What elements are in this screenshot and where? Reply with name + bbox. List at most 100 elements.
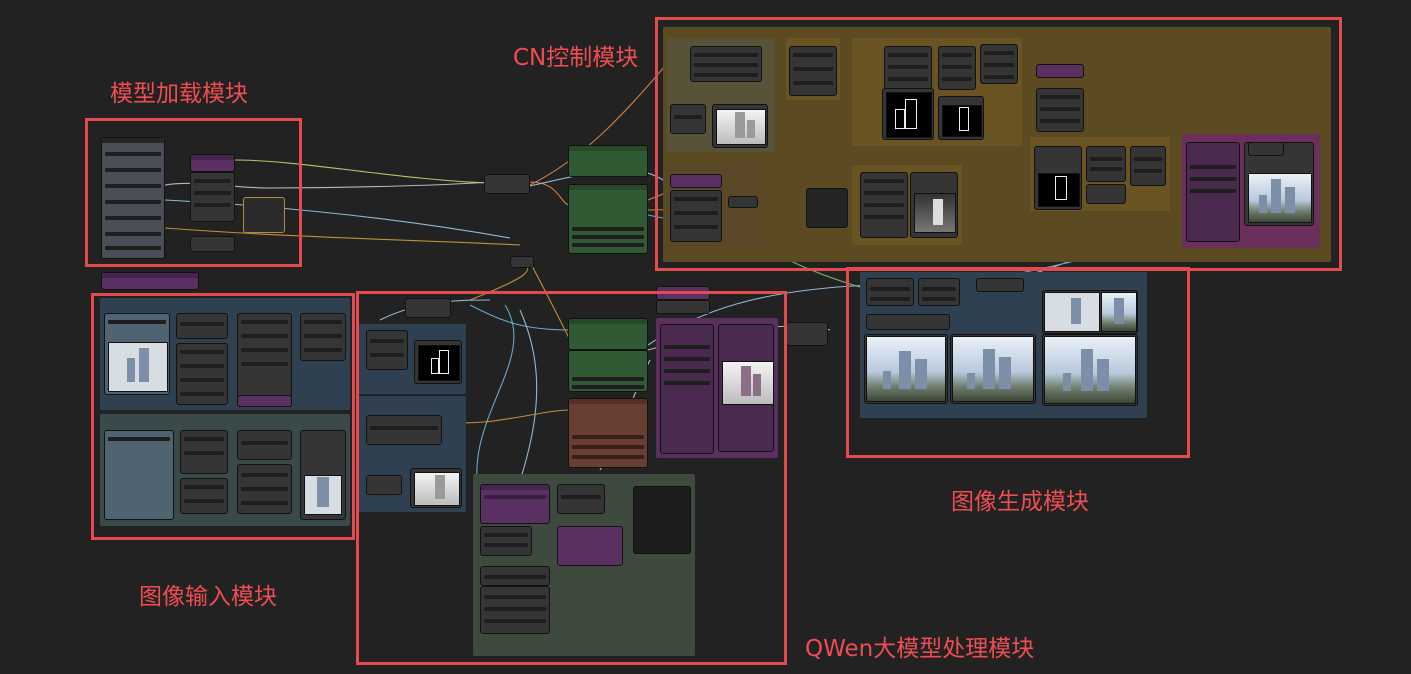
cn-depth-header-node[interactable] <box>670 174 722 188</box>
qwen-show-text-node[interactable] <box>633 486 691 554</box>
cn-depth-apply-node[interactable] <box>728 196 758 208</box>
latent-node[interactable] <box>568 398 648 468</box>
cn-depth-preview <box>914 193 956 233</box>
generated-image-c <box>1044 336 1136 404</box>
cn-apply-node-c[interactable] <box>1086 184 1126 204</box>
input-image-preview <box>108 342 168 392</box>
vae-loader-node[interactable] <box>190 236 235 252</box>
reference-image-preview <box>304 475 342 515</box>
model-loading-label: 模型加载模块 <box>110 81 248 107</box>
cn-blank-node[interactable] <box>806 188 848 228</box>
reroute-node-b[interactable] <box>510 256 534 268</box>
reference-combine-node[interactable] <box>237 464 292 514</box>
qwen-sampler-node[interactable] <box>480 566 550 586</box>
gen-sampler-node-b[interactable] <box>918 278 960 306</box>
vae-decode-node[interactable] <box>786 322 828 346</box>
qwen-depth-input-node[interactable] <box>366 415 442 445</box>
gen-compare-node[interactable] <box>1042 290 1138 334</box>
qwen-text-node[interactable] <box>480 586 550 634</box>
cn-apply-node-a[interactable] <box>1036 88 1084 132</box>
qwen-settings-node[interactable] <box>480 526 532 556</box>
cn-model-node[interactable] <box>789 46 837 96</box>
cn-output-image-node[interactable] <box>1244 142 1314 226</box>
qwen-lineart-preview-node[interactable] <box>414 340 462 384</box>
cn-source-preview <box>716 109 766 145</box>
negative-prompt-node[interactable] <box>568 184 648 254</box>
preview-image <box>722 361 774 405</box>
image-generation-box <box>846 267 1190 458</box>
compare-image-right <box>1101 292 1137 332</box>
reroute-node-a[interactable] <box>484 174 530 194</box>
gen-sampler-node-a[interactable] <box>866 278 914 306</box>
cn-depth-node-a[interactable] <box>860 172 908 238</box>
depth-preview <box>414 472 460 506</box>
cn-output-small-node[interactable] <box>1248 142 1284 156</box>
generated-image-b <box>952 336 1034 402</box>
cn-output-preview <box>1248 173 1312 223</box>
reference-scale-node[interactable] <box>237 430 292 460</box>
cn-combined-preview <box>1038 173 1080 207</box>
qwen-loader-node[interactable] <box>557 484 605 514</box>
qwen-depth-preview-node[interactable] <box>410 468 462 508</box>
cn-control-box <box>655 17 1342 271</box>
reference-crop-node[interactable] <box>180 478 228 514</box>
compare-image-left <box>1044 292 1100 332</box>
cn-canny-output-node[interactable] <box>938 96 984 140</box>
conditioning-node-b[interactable] <box>568 350 648 392</box>
gen-decode-node[interactable] <box>866 314 950 330</box>
gen-upscale-node[interactable] <box>976 278 1024 292</box>
prompt-note-node[interactable] <box>101 272 199 290</box>
image-generation-label: 图像生成模块 <box>951 489 1089 515</box>
cn-lineart-loader-node[interactable] <box>690 46 762 82</box>
cn-output-settings-node[interactable] <box>1186 142 1240 242</box>
conditioning-node-a[interactable] <box>568 318 648 350</box>
image-crop-node[interactable] <box>237 313 292 403</box>
qwen-depth-settings-node[interactable] <box>366 475 402 495</box>
image-note-node[interactable] <box>237 395 292 407</box>
image-scale-node[interactable] <box>176 343 228 405</box>
reference-loader-node[interactable] <box>104 430 174 520</box>
cn-apply-node-d[interactable] <box>1130 146 1166 186</box>
lora-stack-node[interactable] <box>190 172 235 222</box>
preview-image-node[interactable] <box>718 324 774 452</box>
pipe-node-b[interactable] <box>656 300 710 314</box>
generated-image-a <box>866 336 946 402</box>
positive-prompt-node[interactable] <box>568 145 648 177</box>
checkpoint-loader-node[interactable] <box>101 137 165 259</box>
cn-apply-output-node[interactable] <box>1034 146 1082 210</box>
cn-depth-output-node[interactable] <box>910 172 958 238</box>
cn-preprocess-node-b[interactable] <box>938 46 976 90</box>
qwen-text-input-node[interactable] <box>405 298 451 318</box>
model-loading-box <box>85 118 302 267</box>
image-size-node[interactable] <box>300 313 346 361</box>
lora-loader-node[interactable] <box>190 154 235 172</box>
qwen-processing-label: QWen大模型处理模块 <box>805 636 1035 662</box>
cn-preprocess-node-a[interactable] <box>884 46 932 90</box>
cn-canny-preview <box>942 105 982 137</box>
qwen-prompt-node[interactable] <box>480 484 550 524</box>
empty-preview-node[interactable] <box>243 197 285 233</box>
qwen-image-input-node[interactable] <box>366 330 408 370</box>
qwen-output-node[interactable] <box>557 526 623 566</box>
gen-result-node-a[interactable] <box>864 334 948 404</box>
cn-control-label: CN控制模块 <box>513 45 639 71</box>
cn-lineart-preview-node[interactable] <box>712 104 768 148</box>
cn-lineart-output-node[interactable] <box>882 88 934 140</box>
lineart-preview <box>418 345 460 381</box>
reference-resize-node[interactable] <box>180 430 228 474</box>
cn-preprocess-node-c[interactable] <box>980 44 1018 84</box>
cn-lineart-image-node[interactable] <box>670 104 706 134</box>
reference-preview-node[interactable] <box>300 430 346 520</box>
load-image-node[interactable] <box>104 313 170 395</box>
gen-result-node-c[interactable] <box>1042 334 1138 406</box>
gen-result-node-b[interactable] <box>950 334 1036 404</box>
image-input-label: 图像输入模块 <box>139 584 277 610</box>
image-input-box <box>91 293 355 540</box>
image-resize-node[interactable] <box>176 313 228 339</box>
cn-apply-node-b[interactable] <box>1086 146 1126 182</box>
cn-switch-node[interactable] <box>1036 64 1084 78</box>
preview-settings-node[interactable] <box>660 324 714 454</box>
cn-depth-settings-node[interactable] <box>670 190 722 242</box>
cn-lineart-preview <box>886 92 932 138</box>
